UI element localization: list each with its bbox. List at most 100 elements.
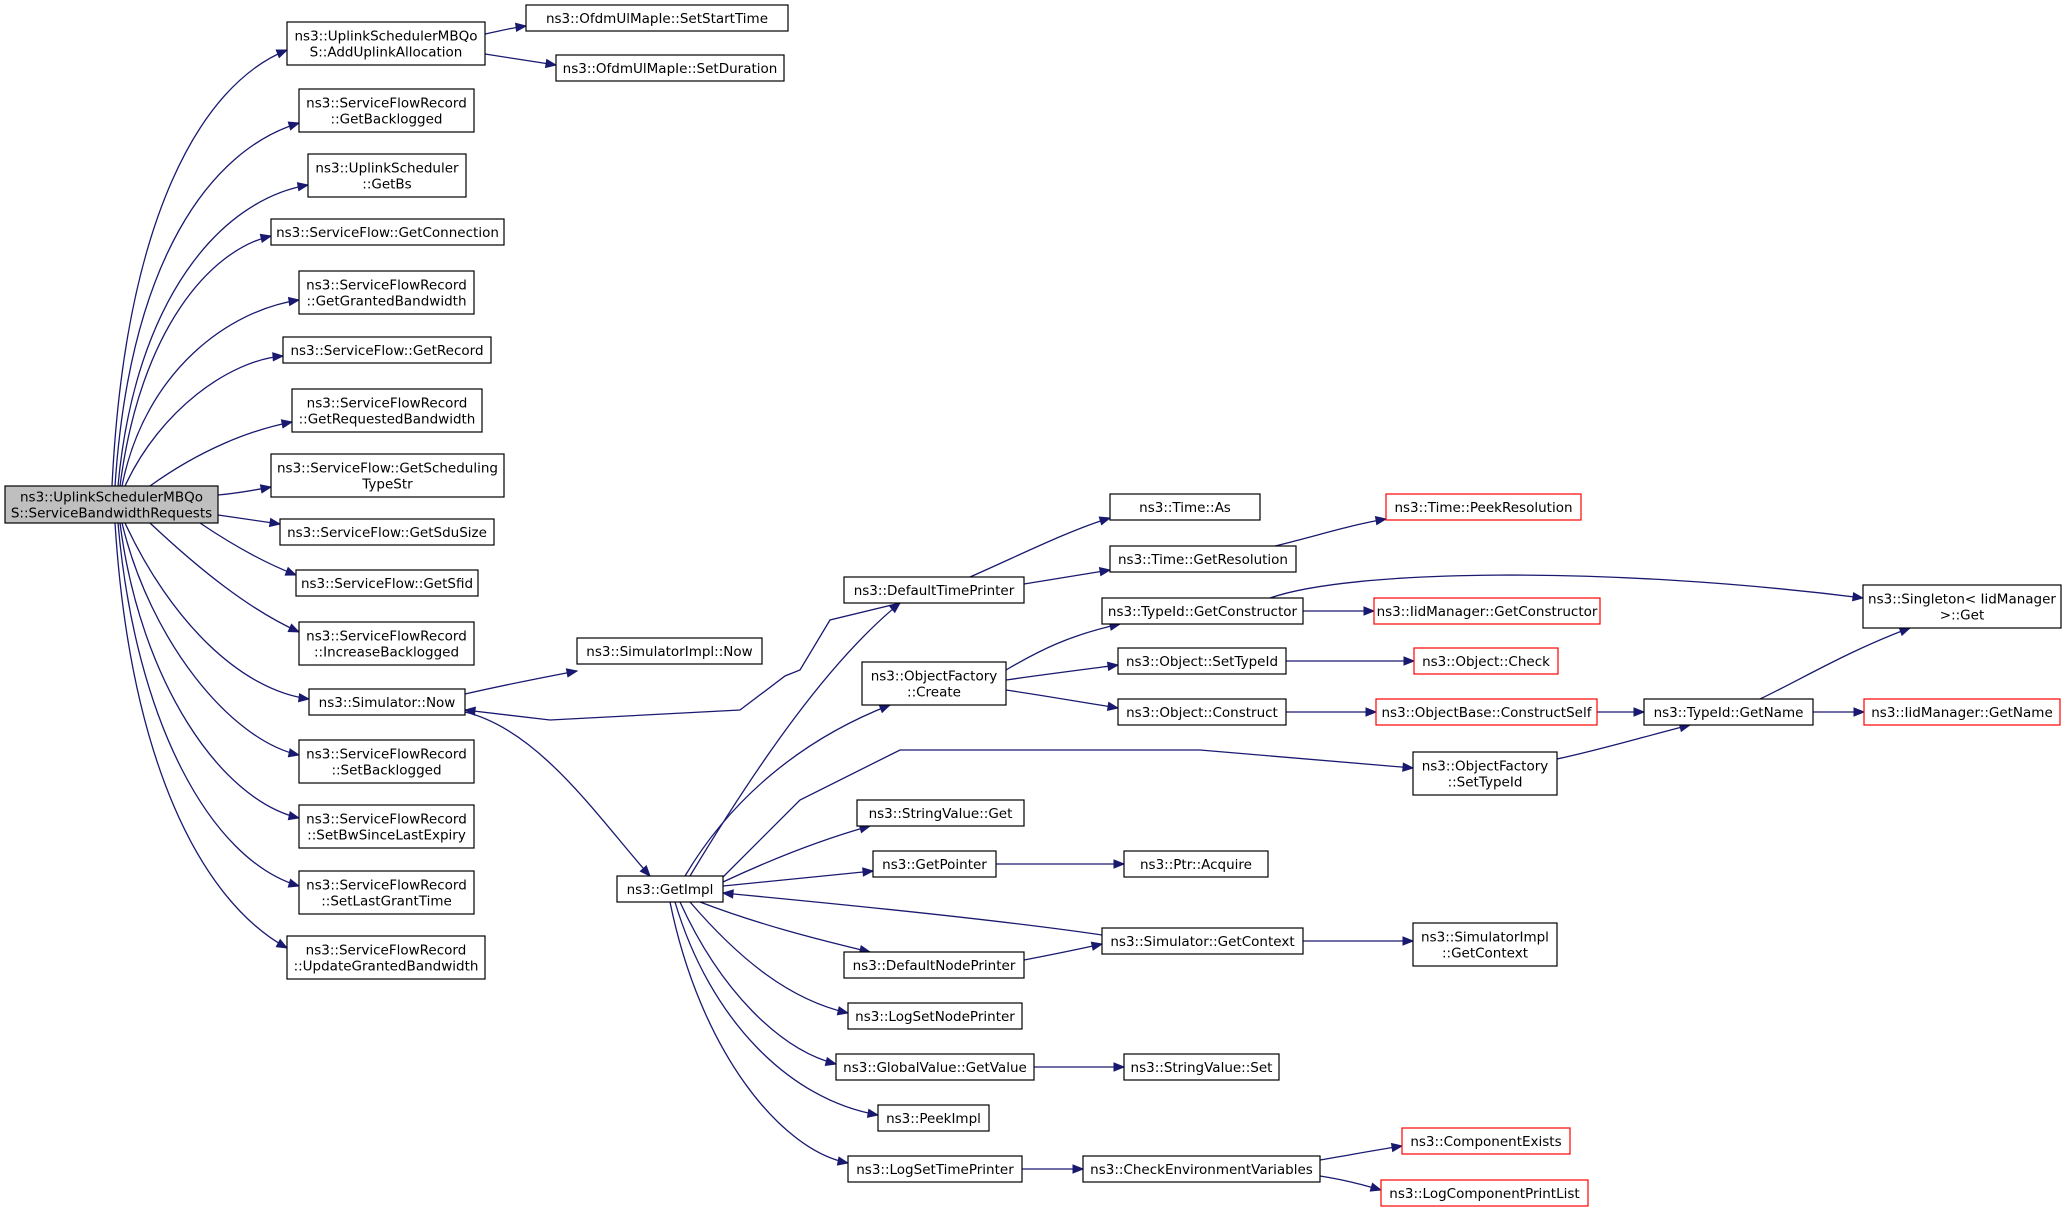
node-objBaseConstructSelf[interactable]: ns3::ObjectBase::ConstructSelf (1375, 698, 1598, 726)
node-label: ns3::TypeId::GetName (1654, 705, 1804, 721)
node-label: ns3::DefaultTimePrinter (854, 583, 1015, 599)
node-objSetTypeId[interactable]: ns3::Object::SetTypeId (1117, 647, 1287, 675)
node-peekImpl[interactable]: ns3::PeekImpl (877, 1104, 990, 1132)
node-box (843, 576, 1025, 604)
node-getConnection[interactable]: ns3::ServiceFlow::GetConnection (270, 218, 505, 246)
arrowhead-icon (1072, 1164, 1085, 1174)
node-label: ns3::ObjectFactory (1422, 759, 1549, 775)
node-setStartTime[interactable]: ns3::OfdmUlMapIe::SetStartTime (525, 4, 789, 32)
node-simNow[interactable]: ns3::Simulator::Now (308, 688, 466, 716)
node-label: ::GetBs (362, 177, 411, 193)
node-box (282, 336, 492, 364)
node-label: ns3::ServiceFlowRecord (306, 96, 467, 112)
edge-root-to-getBacklogged (114, 121, 301, 487)
node-getRecord[interactable]: ns3::ServiceFlow::GetRecord (282, 336, 492, 364)
node-label: ::SetTypeId (1448, 775, 1523, 791)
edge-objConstruct-to-objBaseConstructSelf (1286, 707, 1378, 717)
node-getBs[interactable]: ns3::UplinkScheduler::GetBs (307, 153, 467, 198)
node-box (298, 270, 475, 315)
node-timeAs[interactable]: ns3::Time::As (1109, 493, 1261, 521)
edge-objFactoryCreate-to-typeIdGetCtor (1005, 621, 1122, 671)
node-defaultNodePrinter[interactable]: ns3::DefaultNodePrinter (843, 951, 1025, 979)
node-checkEnvVars[interactable]: ns3::CheckEnvironmentVariables (1082, 1155, 1321, 1183)
node-box (847, 1002, 1023, 1030)
node-label: ns3::Time::PeekResolution (1394, 500, 1572, 516)
node-box (1375, 698, 1598, 726)
node-getSduSize[interactable]: ns3::ServiceFlow::GetSduSize (279, 518, 495, 546)
node-box (1101, 597, 1304, 625)
node-typeIdGetCtor[interactable]: ns3::TypeId::GetConstructor (1101, 597, 1304, 625)
edge-getImpl-to-logSetNodePrinter (689, 901, 850, 1016)
node-getGrantedBw[interactable]: ns3::ServiceFlowRecord::GetGrantedBandwi… (298, 270, 475, 315)
edge-simGetContext-to-simImplGetContext (1303, 936, 1415, 946)
edge-defaultTimePrinter-to-timeGetRes (1023, 567, 1112, 585)
node-getPointer[interactable]: ns3::GetPointer (872, 850, 997, 878)
node-updateGranted[interactable]: ns3::ServiceFlowRecord::UpdateGrantedBan… (286, 935, 486, 980)
node-defaultTimePrinter[interactable]: ns3::DefaultTimePrinter (843, 576, 1025, 604)
node-globalValueGetValue[interactable]: ns3::GlobalValue::GetValue (835, 1053, 1035, 1081)
node-simGetContext[interactable]: ns3::Simulator::GetContext (1101, 927, 1304, 955)
arrowhead-icon (296, 182, 310, 192)
node-label: ns3::GetImpl (627, 882, 714, 898)
node-stringValueGet[interactable]: ns3::StringValue::Get (856, 799, 1025, 827)
node-box (270, 218, 505, 246)
node-objFactorySetTypeId[interactable]: ns3::ObjectFactory::SetTypeId (1412, 751, 1558, 796)
node-iidMgrGetCtor[interactable]: ns3::IidManager::GetConstructor (1373, 597, 1601, 625)
node-label: ns3::Singleton< IidManager (1868, 592, 2056, 608)
arrowhead-icon (287, 296, 301, 307)
node-increaseBacklogged[interactable]: ns3::ServiceFlowRecord::IncreaseBacklogg… (298, 621, 475, 666)
node-singletonGet[interactable]: ns3::Singleton< IidManager>::Get (1862, 584, 2062, 629)
arrowhead-icon (1369, 1182, 1383, 1192)
node-ptrAcquire[interactable]: ns3::Ptr::Acquire (1123, 850, 1269, 878)
arrowhead-icon (1098, 567, 1112, 577)
node-objCheck[interactable]: ns3::Object::Check (1413, 647, 1559, 675)
node-label: ns3::ServiceFlow::GetSfid (301, 576, 473, 592)
node-label: ns3::GetPointer (882, 857, 987, 873)
edge-getImpl-to-defaultTimePrinter (689, 602, 902, 877)
node-label: ns3::ServiceFlowRecord (306, 878, 467, 894)
edge-root-to-setLastGrant (117, 522, 301, 888)
node-box (1109, 493, 1261, 521)
node-root: ns3::UplinkSchedulerMBQoS::ServiceBandwi… (4, 485, 219, 524)
node-getImpl[interactable]: ns3::GetImpl (616, 875, 724, 903)
node-timeGetRes[interactable]: ns3::Time::GetResolution (1109, 545, 1297, 573)
node-setBwSince[interactable]: ns3::ServiceFlowRecord::SetBwSinceLastEx… (298, 804, 475, 849)
node-logComponentPrintList[interactable]: ns3::LogComponentPrintList (1380, 1179, 1589, 1207)
arrowhead-icon (287, 811, 301, 821)
edge-objBaseConstructSelf-to-typeIdGetName (1597, 707, 1646, 717)
node-box (1109, 545, 1297, 573)
node-getBacklogged[interactable]: ns3::ServiceFlowRecord::GetBacklogged (298, 88, 475, 133)
arrowhead-icon (721, 889, 734, 899)
node-label: ns3::DefaultNodePrinter (853, 958, 1016, 974)
edge-root-to-getSduSize (217, 514, 282, 528)
node-stringValueSet[interactable]: ns3::StringValue::Set (1123, 1053, 1280, 1081)
edge-root-to-getConnection (119, 233, 273, 487)
node-getRequestedBw[interactable]: ns3::ServiceFlowRecord::GetRequestedBand… (291, 388, 483, 433)
node-getSfid[interactable]: ns3::ServiceFlow::GetSfid (295, 569, 479, 597)
node-addUplink[interactable]: ns3::UplinkSchedulerMBQoS::AddUplinkAllo… (286, 21, 486, 66)
arrowhead-icon (1851, 591, 1865, 602)
node-setBacklogged[interactable]: ns3::ServiceFlowRecord::SetBacklogged (298, 739, 475, 784)
node-timePeekRes[interactable]: ns3::Time::PeekResolution (1385, 493, 1582, 521)
arrowhead-icon (284, 566, 298, 576)
node-logSetTimePrinter[interactable]: ns3::LogSetTimePrinter (847, 1155, 1023, 1183)
arrowhead-icon (1113, 1062, 1126, 1072)
node-box (298, 621, 475, 666)
node-objConstruct[interactable]: ns3::Object::Construct (1117, 698, 1287, 726)
node-objFactoryCreate[interactable]: ns3::ObjectFactory::Create (861, 661, 1007, 706)
node-iidMgrGetName[interactable]: ns3::IidManager::GetName (1863, 698, 2061, 726)
node-setLastGrant[interactable]: ns3::ServiceFlowRecord::SetLastGrantTime (298, 870, 475, 915)
node-logSetNodePrinter[interactable]: ns3::LogSetNodePrinter (847, 1002, 1023, 1030)
node-simImplNow[interactable]: ns3::SimulatorImpl::Now (576, 637, 763, 665)
node-typeIdGetName[interactable]: ns3::TypeId::GetName (1643, 698, 1814, 726)
node-label: ns3::OfdmUlMapIe::SetStartTime (546, 11, 768, 27)
node-label: ns3::ServiceFlowRecord (306, 629, 467, 645)
node-componentExists[interactable]: ns3::ComponentExists (1401, 1127, 1571, 1155)
edge-getImpl-to-peekImpl (674, 901, 880, 1118)
node-box (616, 875, 724, 903)
node-label: ::GetGrantedBandwidth (306, 294, 466, 310)
node-setDuration[interactable]: ns3::OfdmUlMapIe::SetDuration (555, 54, 785, 82)
node-simImplGetContext[interactable]: ns3::SimulatorImpl::GetContext (1412, 922, 1558, 967)
arrowhead-icon (565, 668, 579, 678)
